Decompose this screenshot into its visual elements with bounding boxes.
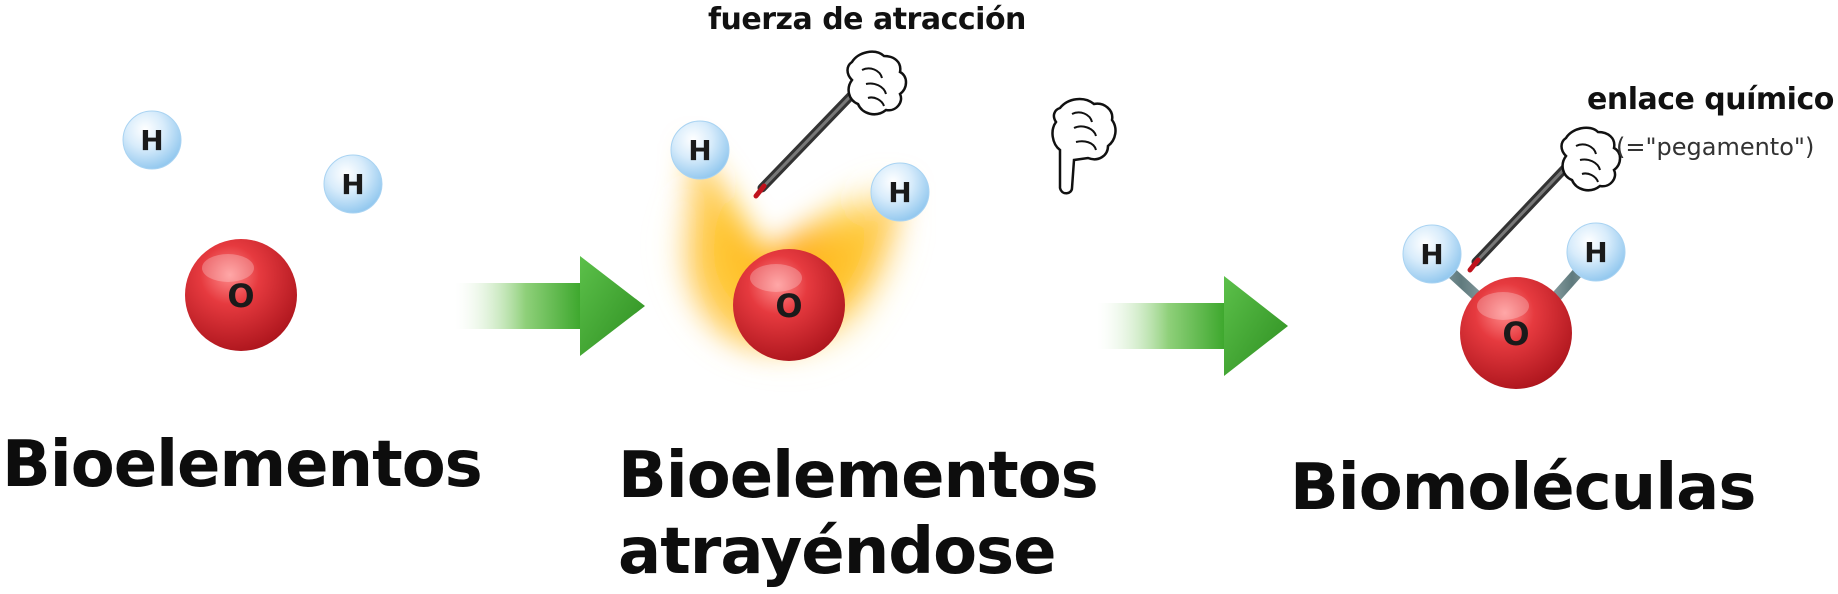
hand-holding-pen-icon [1467, 126, 1622, 273]
hydrogen-atom: H [1402, 224, 1462, 284]
hydrogen-atom: H [122, 110, 182, 170]
stage1-atoms: H H O [122, 110, 383, 351]
oxygen-label: O [227, 277, 254, 315]
hydrogen-atom: H [870, 162, 930, 222]
hand-holding-pen-icon [753, 50, 908, 199]
stage3-molecule: H H O [1402, 222, 1626, 389]
hydrogen-label: H [1420, 238, 1443, 271]
hydrogen-atom: H [670, 120, 730, 180]
stage1-caption: Bioelementos [2, 428, 483, 502]
hydrogen-label: H [140, 124, 163, 157]
stage2-atoms: H H O [670, 120, 930, 361]
chemical-bond-label: enlace químico [1587, 82, 1834, 117]
hydrogen-label: H [1584, 236, 1607, 269]
stage2-caption-line2: atrayéndose [618, 515, 1057, 589]
hydrogen-label: H [688, 134, 711, 167]
hydrogen-label: H [341, 168, 364, 201]
right-arrow-icon [1097, 276, 1288, 376]
stage2-caption-line1: Bioelementos [618, 439, 1099, 513]
attraction-force-label: fuerza de atracción [708, 2, 1026, 37]
oxygen-label: O [1502, 315, 1529, 353]
oxygen-atom: O [733, 249, 845, 361]
right-arrow-icon [455, 256, 645, 356]
hydrogen-atom: H [1566, 222, 1626, 282]
oxygen-atom: O [1460, 277, 1572, 389]
hydrogen-label: H [888, 176, 911, 209]
glue-note: (="pegamento") [1616, 133, 1815, 161]
oxygen-label: O [775, 287, 802, 325]
hydrogen-atom: H [323, 154, 383, 214]
stage3-caption: Biomoléculas [1290, 451, 1756, 525]
oxygen-atom: O [185, 239, 297, 351]
pointing-hand-icon [1051, 97, 1117, 195]
